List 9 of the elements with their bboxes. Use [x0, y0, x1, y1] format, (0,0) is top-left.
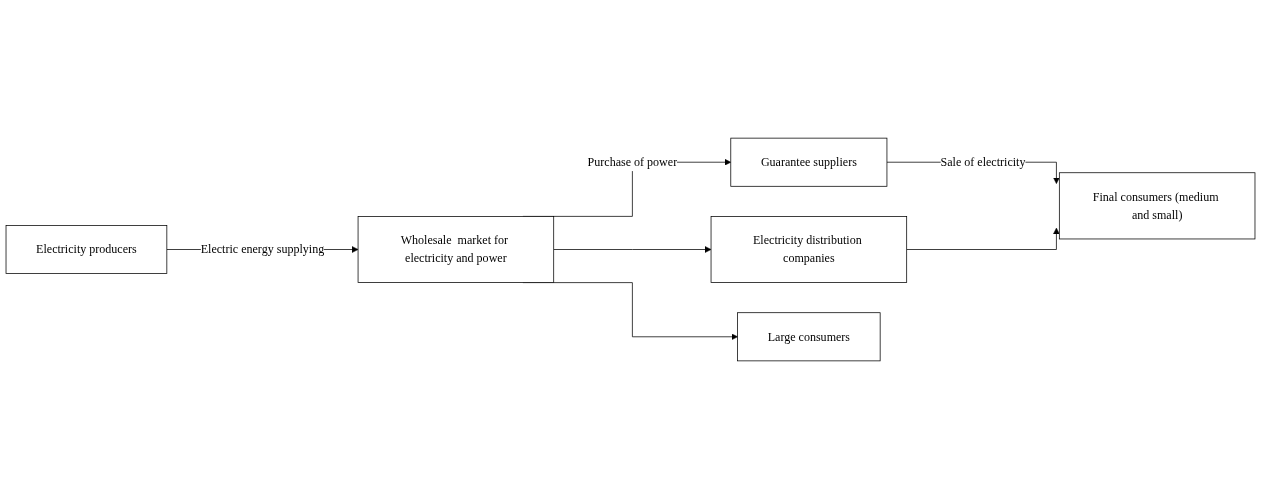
edge-label: Sale of electricity: [940, 155, 1026, 169]
node-box: Electricity distribution companies: [710, 216, 908, 283]
edge-label: Electric energy supplying: [200, 242, 325, 256]
node-box: Electricity producers: [5, 225, 168, 274]
node-box: Final consumers (medium and small): [1058, 172, 1256, 240]
edge-label: Purchase of power: [587, 155, 678, 169]
node-box: Guarantee suppliers: [730, 137, 888, 187]
node-box: Wholesale market for electricity and power: [357, 216, 555, 283]
node-box: Large consumers: [737, 312, 881, 362]
